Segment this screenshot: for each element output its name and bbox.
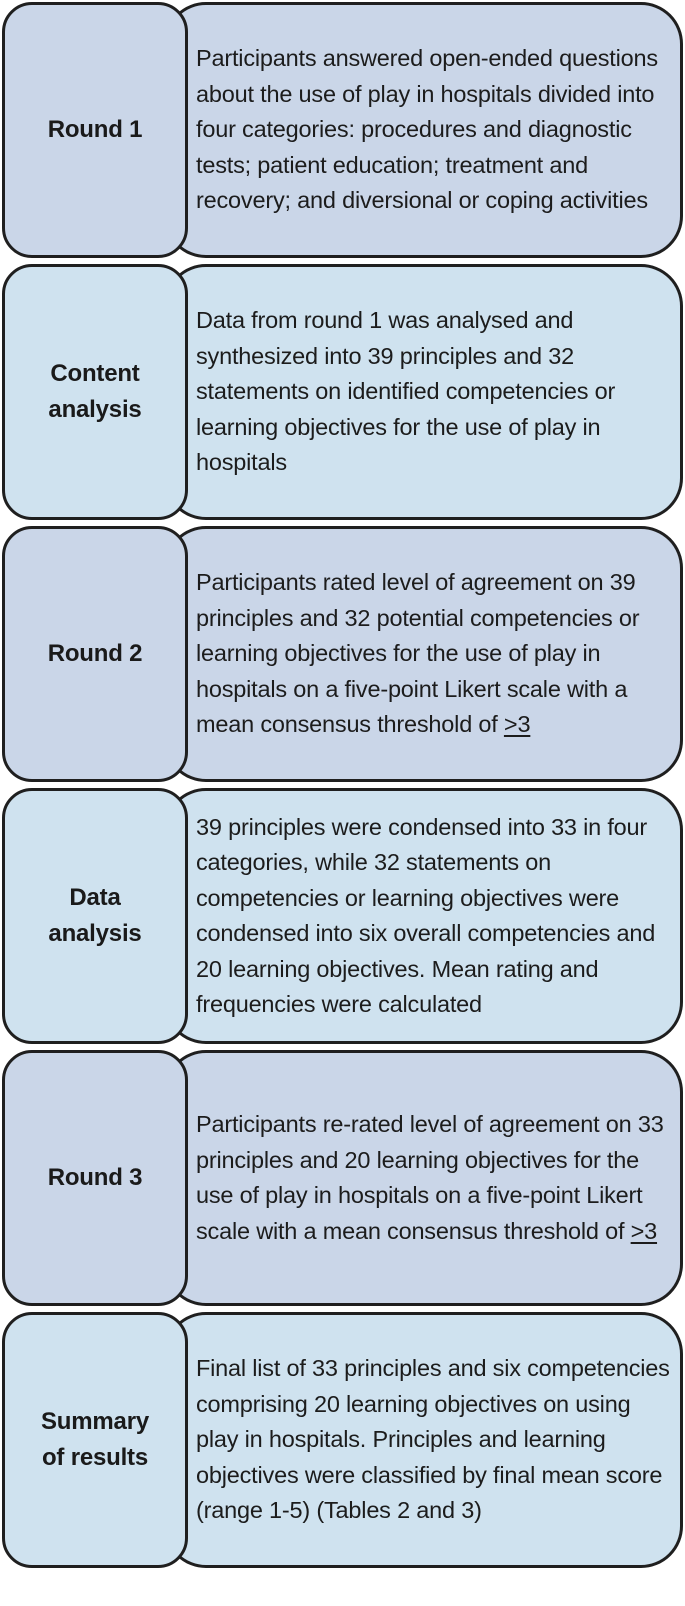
stage-summary-of-results: Final list of 33 principles and six comp… xyxy=(0,1310,685,1570)
stage-label: Round 2 xyxy=(47,640,143,667)
stage-label-box: Round 2 xyxy=(2,526,188,782)
stage-label-box: Content analysis xyxy=(2,264,188,520)
stage-description-text: Participants re-rated level of agreement… xyxy=(196,1111,664,1244)
stage-description-box xyxy=(164,788,683,1044)
stage-label-box: Round 1 xyxy=(2,2,188,258)
stage-description-text: Data from round 1 was analysed and synth… xyxy=(196,307,616,476)
stage-label: Data analysis xyxy=(48,884,142,947)
stage-description: Data from round 1 was analysed and synth… xyxy=(196,262,676,522)
stage-round-1: Participants answered open-ended questio… xyxy=(0,0,685,260)
stage-data-analysis: 39 principles were condensed into 33 in … xyxy=(0,786,685,1046)
stage-description-text: Participants rated level of agreement on… xyxy=(196,569,640,738)
stage-description: Final list of 33 principles and six comp… xyxy=(196,1310,676,1570)
stage-content-analysis: Data from round 1 was analysed and synth… xyxy=(0,262,685,522)
stage-description-text: Participants answered open-ended questio… xyxy=(196,45,658,214)
stage-label-box: Data analysis xyxy=(2,788,188,1044)
stage-description: Participants re-rated level of agreement… xyxy=(196,1048,676,1308)
stage-description-box xyxy=(164,2,683,258)
stage-label: Round 1 xyxy=(47,116,143,143)
threshold-value: >3 xyxy=(630,1217,658,1244)
stage-label: Round 3 xyxy=(47,1164,143,1191)
stage-description: Participants answered open-ended questio… xyxy=(196,0,676,260)
stage-round-3: Participants re-rated level of agreement… xyxy=(0,1048,685,1308)
stage-description-box xyxy=(164,1050,683,1306)
stage-round-2: Participants rated level of agreement on… xyxy=(0,524,685,784)
stage-description-box xyxy=(164,1312,683,1568)
stage-label-box: Summary of results xyxy=(2,1312,188,1568)
stage-description-box xyxy=(164,526,683,782)
stage-description: 39 principles were condensed into 33 in … xyxy=(196,786,676,1046)
stage-label: Summary of results xyxy=(41,1408,149,1471)
stage-description-box xyxy=(164,264,683,520)
stage-description-text: Final list of 33 principles and six comp… xyxy=(196,1355,670,1488)
threshold-value: >3 xyxy=(503,711,531,738)
stage-label: Content analysis xyxy=(48,360,142,423)
stage-description-text-line-2: (range 1-5) (Tables 2 and 3) xyxy=(196,1497,482,1524)
stage-label-box: Round 3 xyxy=(2,1050,188,1306)
stage-description-text: 39 principles were condensed into 33 in … xyxy=(196,813,656,1018)
stage-description: Participants rated level of agreement on… xyxy=(196,524,676,784)
